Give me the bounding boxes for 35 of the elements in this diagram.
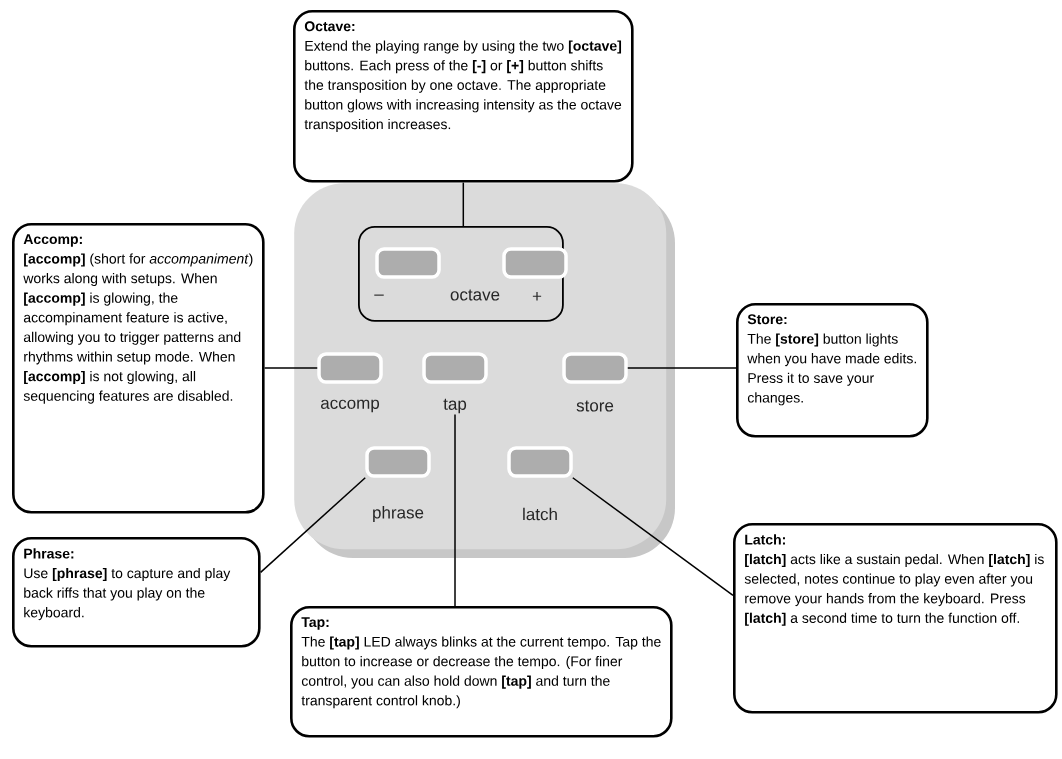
button-label: store: [576, 400, 614, 412]
callout-heading: Tap:: [301, 617, 329, 630]
button-label: –: [374, 294, 384, 296]
callout-text: [accomp] (short for accompaniment) works along with setups. When [accomp] is glowing, the accompinament feature is active, allowing you to trigger patterns and rhythms within setup mode. When [accomp] is not glowing, all sequencing features are disabled.: [23, 253, 253, 404]
leader-line: [627, 367, 737, 369]
button-label: +: [532, 292, 542, 301]
callout-box: [12, 537, 261, 648]
button-group-box: [358, 226, 564, 322]
button-label: phrase: [373, 506, 424, 522]
callout-heading: Store:: [747, 314, 787, 325]
callout-text: The [store] button lights when you have made edits. Press it to save your changes.: [747, 333, 916, 406]
callout-heading: Latch:: [745, 534, 785, 545]
leader-line: [454, 413, 456, 607]
leader-line: [263, 367, 318, 369]
button-label: accomp: [320, 399, 380, 413]
callout-box: [733, 523, 1058, 714]
button-label: latch: [523, 507, 557, 521]
callout-box: [290, 606, 673, 738]
callout-text: Extend the playing range by using the two [octave] buttons. Each press of the [-] or [+] button shifts the transposition by one octave. The appropriate button glows with increasing intensity as the octave transposition increases.: [304, 40, 622, 132]
button-label: tap: [443, 398, 467, 414]
callout-text: The [tap] LED always blinks at the current tempo. Tap the button to increase or decrease the tempo. (For finer control, you can also hold down [tap] and turn the transparent control knob.): [301, 636, 661, 709]
button-label: octave: [450, 289, 500, 301]
callout-heading: Accomp:: [23, 234, 82, 247]
leader-line: [572, 477, 734, 597]
callout-heading: Octave:: [304, 21, 355, 32]
leader-line: [259, 477, 366, 574]
callout-text: [latch] acts like a sustain pedal. When [latch] is selected, notes continue to play even after you remove your hands from the keyboard. Press [latch] a second time to turn the function off.: [744, 553, 1044, 626]
panel-button: [375, 247, 441, 279]
leader-line: [462, 181, 465, 227]
panel-button: [502, 247, 568, 279]
callout-text: Use [phrase] to capture and play back riffs that you play on the keyboard.: [24, 567, 231, 621]
callout-box: [736, 303, 929, 438]
callout-heading: Phrase:: [24, 548, 74, 559]
callout-box: [293, 10, 634, 183]
callout-box: [12, 223, 265, 514]
